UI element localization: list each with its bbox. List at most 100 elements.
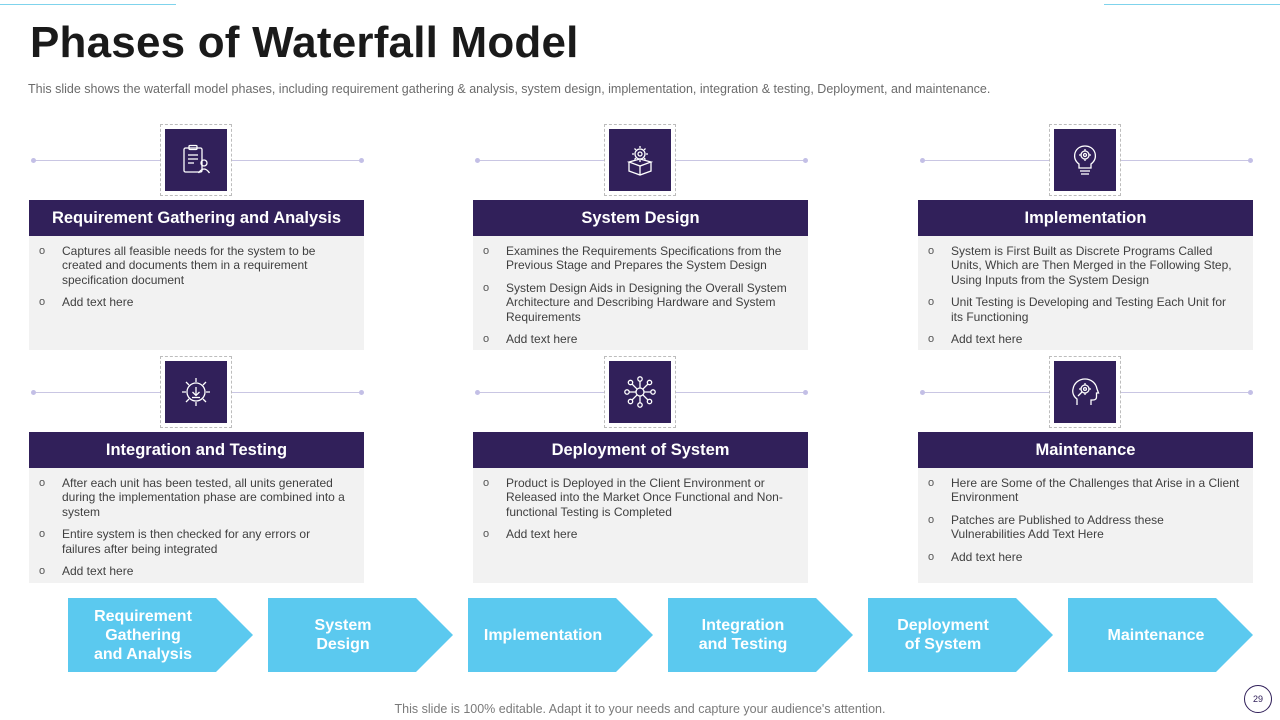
phase-body: o After each unit has been tested, all un… [29,468,364,583]
chevron-shape [268,598,453,672]
step-label: Deployment of System [897,617,989,653]
step-chevron-implementation: Implementation [468,598,654,672]
bullet-text: Add text here [951,549,1023,564]
bullet-marker: o [483,333,490,346]
connector-line [922,392,1049,393]
step-chevron-integration: Integration and Testing [668,598,854,672]
step-label: Maintenance [1107,626,1205,644]
connector-dot [920,158,925,163]
phase-card-system-design: System Design o Examines the Requirements… [473,124,808,350]
bullet-text: System is First Built as Discrete Progra… [951,244,1232,287]
icon-frame [1049,124,1121,196]
bullet-text: Add text here [951,332,1023,347]
bullet-item: o After each unit has been tested, all un… [39,476,352,519]
bullet-item: o Entire system is then checked for any e… [39,527,352,556]
top-accent-line-left [0,4,176,5]
step-chevron-deployment: Deployment of System [868,598,1054,672]
chevron-shape [468,598,653,672]
connector-dot [475,158,480,163]
connector-dot [1248,390,1253,395]
bullet-marker: o [483,477,490,489]
connector-dot [1248,158,1253,163]
gear-download-icon [165,361,227,423]
page-title: Phases of Waterfall Model [30,18,579,67]
icon-frame [604,356,676,428]
bullet-marker: o [928,245,935,257]
bullet-item: o Unit Testing is Developing and Testing … [928,295,1241,324]
connector-dot [803,390,808,395]
head-gear-wrench-icon [1054,361,1116,423]
bullet-text: Here are Some of the Challenges that Ari… [951,476,1240,505]
step-label: System Design [314,617,372,653]
bullet-marker: o [483,528,490,541]
step-label: Integration and Testing [698,617,788,653]
bullet-item: o Product is Deployed in the Client Envir… [483,476,796,519]
phase-body: o Product is Deployed in the Client Envir… [473,468,808,583]
bullet-item: o Add text here [483,332,796,346]
connector-line [477,392,604,393]
bullet-text: Add text here [62,295,134,310]
phase-card-implementation: Implementation o System is First Built as… [918,124,1253,350]
bullet-item: o Add text here [928,332,1241,346]
phase-card-deployment: Deployment of System o Product is Deploye… [473,356,808,584]
bullet-item: o Captures all feasible needs for the sys… [39,244,352,287]
bullet-text: Entire system is then checked for any er… [62,527,311,556]
phase-card-requirement: Requirement Gathering and Analysis o Capt… [29,124,364,350]
connector-dot [920,390,925,395]
icon-frame [1049,356,1121,428]
connector-line [1121,160,1249,161]
lightbulb-gear-icon [1054,129,1116,191]
connector-dot [359,390,364,395]
connector-dot [803,158,808,163]
bullet-marker: o [928,550,935,563]
step-chevron-system-design: System Design [268,598,454,672]
page-subtitle: This slide shows the waterfall model pha… [28,82,991,96]
bullet-marker: o [483,281,490,294]
bullet-marker: o [928,296,935,309]
step-chevron-maintenance: Maintenance [1068,598,1254,672]
bullet-text: Product is Deployed in the Client Enviro… [506,476,783,519]
phase-heading: System Design [473,200,808,236]
step-chevron-requirement: Requirement Gathering and Analysis [68,598,254,672]
gear-box-icon [609,129,671,191]
bullet-marker: o [39,477,46,489]
phase-body: o Captures all feasible needs for the sys… [29,236,364,350]
bullet-marker: o [39,245,46,257]
bullet-text: Unit Testing is Developing and Testing E… [951,295,1227,324]
bullet-text: Captures all feasible needs for the syst… [62,244,316,287]
phase-heading: Deployment of System [473,432,808,468]
chevron-shape [668,598,853,672]
bullet-text: Examines the Requirements Specifications… [506,244,782,273]
footer-note: This slide is 100% editable. Adapt it to… [394,702,886,716]
bullet-item: o Add text here [928,550,1241,564]
bullet-text: Add text here [506,332,578,347]
connector-line [676,392,804,393]
bullet-text: After each unit has been tested, all uni… [62,476,345,519]
connector-line [232,160,360,161]
bullet-item: o System is First Built as Discrete Progr… [928,244,1241,287]
icon-frame [160,356,232,428]
page-number: 29 [1244,685,1272,713]
bullet-item: o System Design Aids in Designing the Ove… [483,281,796,324]
icon-frame [604,124,676,196]
phase-heading: Implementation [918,200,1253,236]
bullet-marker: o [928,333,935,346]
phase-heading: Requirement Gathering and Analysis [29,200,364,236]
connector-line [1121,392,1249,393]
bullet-text: System Design Aids in Designing the Over… [506,280,787,324]
connector-line [676,160,804,161]
phase-body: o Examines the Requirements Specification… [473,236,808,350]
bullet-marker: o [39,528,46,541]
connector-line [33,160,160,161]
network-hub-icon [609,361,671,423]
connector-dot [359,158,364,163]
step-label: Requirement Gathering and Analysis [93,607,193,663]
phase-heading: Maintenance [918,432,1253,468]
connector-line [232,392,360,393]
bullet-text: Add text here [62,564,134,579]
